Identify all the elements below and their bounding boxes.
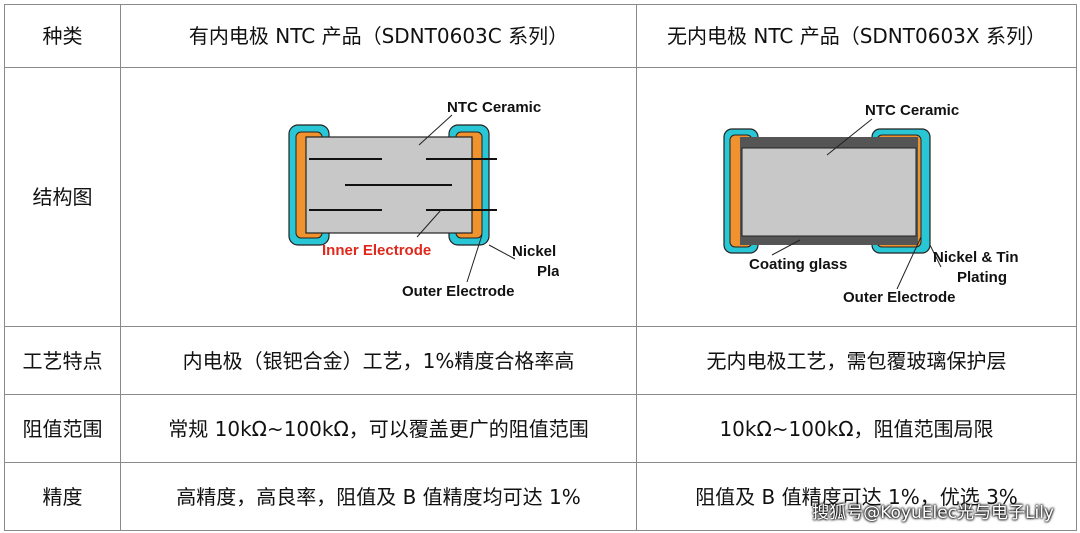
- row-label-process: 工艺特点: [4, 326, 121, 395]
- ntc-ceramic-body: [741, 147, 916, 237]
- resistance-range-x: 10kΩ~100kΩ，阻值范围局限: [636, 394, 1077, 463]
- header-product-x: 无内电极 NTC 产品（SDNT0603X 系列）: [636, 4, 1077, 68]
- label-inner-electrode: Inner Electrode: [322, 242, 431, 259]
- row-label-accuracy: 精度: [4, 462, 121, 531]
- leader-line: [416, 209, 441, 238]
- label-outer-electrode: Outer Electrode: [843, 289, 956, 306]
- leader-line: [826, 118, 872, 156]
- leader-line: [896, 236, 921, 290]
- label-plating: Plating: [957, 269, 1007, 286]
- leader-line: [488, 244, 515, 260]
- structure-diagram-c: NTC Ceramic Inner Electrode Nickel & Tin…: [287, 99, 559, 300]
- structure-diagram-c-cell: NTC Ceramic Inner Electrode Nickel & Tin…: [120, 67, 637, 327]
- accuracy-row: 精度 高精度，高良率，阻值及 B 值精度均可达 1% 阻值及 B 值精度可达 1…: [4, 462, 1077, 531]
- watermark: 搜狐号@KoyuElec光与电子Lily: [812, 503, 1054, 523]
- structure-row: 结构图: [4, 67, 1077, 327]
- label-ntc-ceramic: NTC Ceramic: [865, 102, 959, 119]
- accuracy-c: 高精度，高良率，阻值及 B 值精度均可达 1%: [120, 462, 637, 531]
- process-c: 内电极（银钯合金）工艺，1%精度合格率高: [120, 326, 637, 395]
- structure-diagram-x: NTC Ceramic Coating glass Nickel & Tin P…: [722, 102, 1019, 306]
- label-nickel-tin: Nickel & Tin: [933, 249, 1019, 266]
- label-plating: Plating: [537, 263, 559, 280]
- header-category: 种类: [4, 4, 121, 68]
- leader-line: [771, 239, 800, 256]
- accuracy-x: 阻值及 B 值精度可达 1%，优选 3%: [636, 462, 1077, 531]
- row-label-resistance-range: 阻值范围: [4, 394, 121, 463]
- comparison-table: 种类 有内电极 NTC 产品（SDNT0603C 系列） 无内电极 NTC 产品…: [4, 4, 1077, 531]
- row-label-structure: 结构图: [4, 67, 121, 327]
- label-ntc-ceramic: NTC Ceramic: [447, 99, 541, 116]
- header-row: 种类 有内电极 NTC 产品（SDNT0603C 系列） 无内电极 NTC 产品…: [4, 4, 1077, 68]
- label-coating-glass: Coating glass: [749, 256, 847, 273]
- structure-diagram-x-cell: NTC Ceramic Coating glass Nickel & Tin P…: [636, 67, 1077, 327]
- resistance-range-c: 常规 10kΩ~100kΩ，可以覆盖更广的阻值范围: [120, 394, 637, 463]
- label-outer-electrode: Outer Electrode: [402, 283, 515, 300]
- process-x: 无内电极工艺，需包覆玻璃保护层: [636, 326, 1077, 395]
- leader-line: [466, 234, 482, 283]
- process-row: 工艺特点 内电极（银钯合金）工艺，1%精度合格率高 无内电极工艺，需包覆玻璃保护…: [4, 326, 1077, 395]
- leader-line: [418, 114, 452, 146]
- header-product-c: 有内电极 NTC 产品（SDNT0603C 系列）: [120, 4, 637, 68]
- leader-line: [929, 244, 941, 268]
- label-nickel-tin: Nickel & Tin: [512, 243, 559, 260]
- resistance-range-row: 阻值范围 常规 10kΩ~100kΩ，可以覆盖更广的阻值范围 10kΩ~100k…: [4, 394, 1077, 463]
